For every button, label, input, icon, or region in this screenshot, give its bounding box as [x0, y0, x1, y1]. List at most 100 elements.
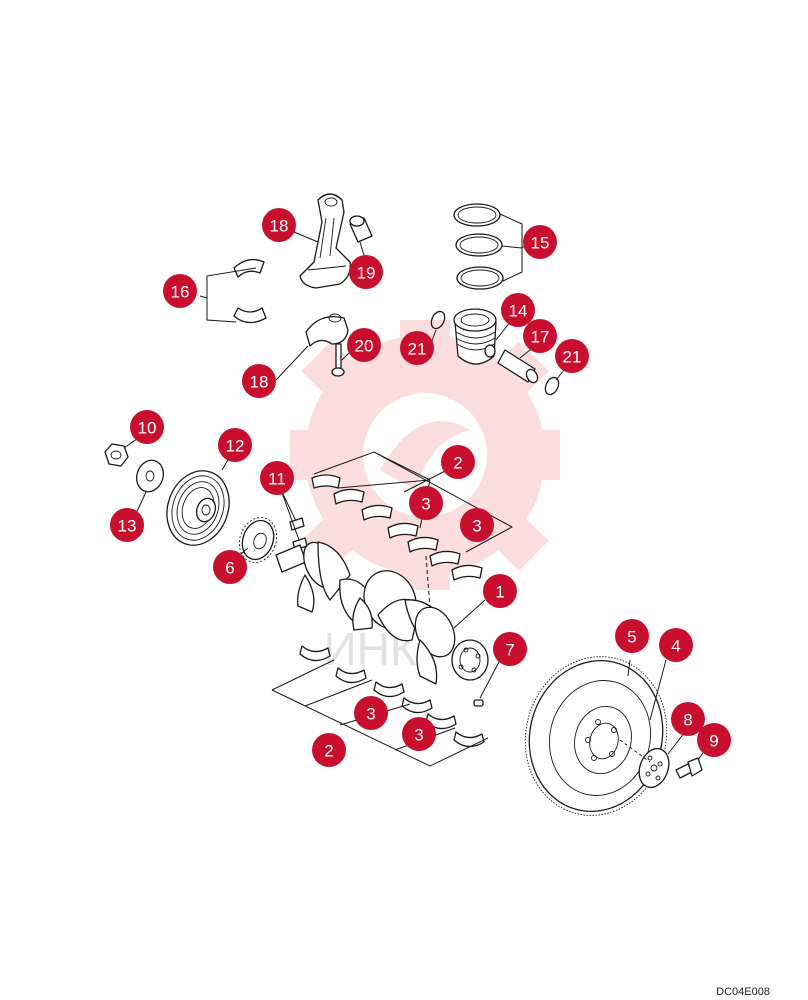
callout-badge	[400, 331, 434, 365]
callout-3b: 3	[460, 508, 494, 542]
flywheel	[524, 656, 668, 816]
callout-badge	[402, 717, 436, 751]
callout-6: 6	[213, 550, 247, 584]
connecting-rod	[299, 193, 351, 289]
callout-badge	[163, 274, 197, 308]
callout-16: 16	[163, 274, 197, 308]
callout-19: 19	[349, 255, 383, 289]
callout-11: 11	[260, 461, 294, 495]
connecting-rod-bolt	[331, 343, 345, 377]
flywheel-dowel-pin	[473, 699, 484, 707]
callout-1: 1	[483, 574, 517, 608]
callout-badge	[130, 410, 164, 444]
callout-badge	[483, 574, 517, 608]
piston	[453, 308, 497, 365]
callout-badge	[213, 550, 247, 584]
callout-label: 18	[250, 373, 269, 392]
callout-3a: 3	[409, 486, 443, 520]
callout-label: 5	[627, 628, 636, 647]
callout-5: 5	[615, 619, 649, 653]
callout-badge	[218, 428, 252, 462]
callout-label: 15	[531, 234, 550, 253]
callout-label: 9	[709, 732, 718, 751]
callout-15: 15	[523, 225, 557, 259]
callout-badge	[347, 328, 381, 362]
callout-label: 2	[453, 454, 462, 473]
crankshaft-gear	[238, 517, 278, 563]
callout-21b: 21	[555, 339, 589, 373]
small-end-bushing	[349, 215, 373, 243]
callout-label: 2	[324, 742, 333, 761]
callout-2b: 2	[312, 733, 346, 767]
callout-10: 10	[130, 410, 164, 444]
callout-label: 11	[268, 470, 286, 489]
flywheel-plate	[638, 747, 670, 789]
callout-14: 14	[501, 293, 535, 327]
callout-label: 1	[495, 583, 504, 602]
callout-badge	[262, 208, 296, 242]
piston-pin	[497, 349, 539, 384]
main-bearings-upper-row	[311, 474, 483, 581]
callout-21a: 21	[400, 331, 434, 365]
callout-label: 21	[563, 348, 582, 367]
callout-label: 3	[421, 495, 430, 514]
callout-20: 20	[347, 328, 381, 362]
callout-8: 8	[671, 702, 705, 736]
callout-label: 7	[505, 641, 514, 660]
callout-label: 3	[366, 705, 375, 724]
callout-badge	[555, 339, 589, 373]
callout-label: 14	[509, 302, 528, 321]
callout-18a: 18	[262, 208, 296, 242]
main-bearings-lower-row	[299, 645, 485, 748]
crankshaft-pulley	[166, 470, 230, 546]
callout-badge	[409, 486, 443, 520]
callout-badge	[523, 225, 557, 259]
callout-badge	[110, 508, 144, 542]
callout-label: 13	[118, 517, 137, 536]
callout-badge	[441, 445, 475, 479]
callout-label: 17	[531, 328, 550, 347]
callout-label: 19	[357, 264, 376, 283]
crankshaft	[275, 541, 489, 685]
callout-18b: 18	[242, 364, 276, 398]
callout-badge	[349, 255, 383, 289]
pulley-washer	[135, 459, 165, 493]
callout-17: 17	[523, 319, 557, 353]
callout-badge	[460, 508, 494, 542]
flywheel-bolt	[675, 757, 703, 779]
callout-label: 12	[226, 437, 245, 456]
callout-label: 8	[683, 711, 692, 730]
callout-4: 4	[659, 628, 693, 662]
callout-label: 10	[138, 419, 157, 438]
callout-label: 20	[355, 337, 374, 356]
callout-badge	[615, 619, 649, 653]
callout-label: 21	[408, 340, 427, 359]
callout-badge	[354, 696, 388, 730]
callout-3c: 3	[354, 696, 388, 730]
callout-badge	[260, 461, 294, 495]
callout-7: 7	[493, 632, 527, 666]
callout-badge	[659, 628, 693, 662]
callout-badge	[501, 293, 535, 327]
callout-label: 16	[171, 283, 190, 302]
callout-2a: 2	[441, 445, 475, 479]
callout-badge	[242, 364, 276, 398]
drawing-code: DC04E008	[716, 986, 770, 998]
callout-badge	[493, 632, 527, 666]
callout-label: 3	[414, 726, 423, 745]
callout-3d: 3	[402, 717, 436, 751]
callout-badge	[671, 702, 705, 736]
snap-ring-left	[430, 310, 446, 330]
snap-ring-right	[544, 376, 560, 396]
callout-label: 18	[270, 217, 289, 236]
conrod-bearing-upper	[233, 258, 265, 278]
callout-label: 6	[225, 559, 234, 578]
callout-badge	[312, 733, 346, 767]
callout-12: 12	[218, 428, 252, 462]
callout-badge	[523, 319, 557, 353]
callout-13: 13	[110, 508, 144, 542]
connecting-rod-cap	[305, 313, 349, 347]
callout-9: 9	[697, 723, 731, 757]
